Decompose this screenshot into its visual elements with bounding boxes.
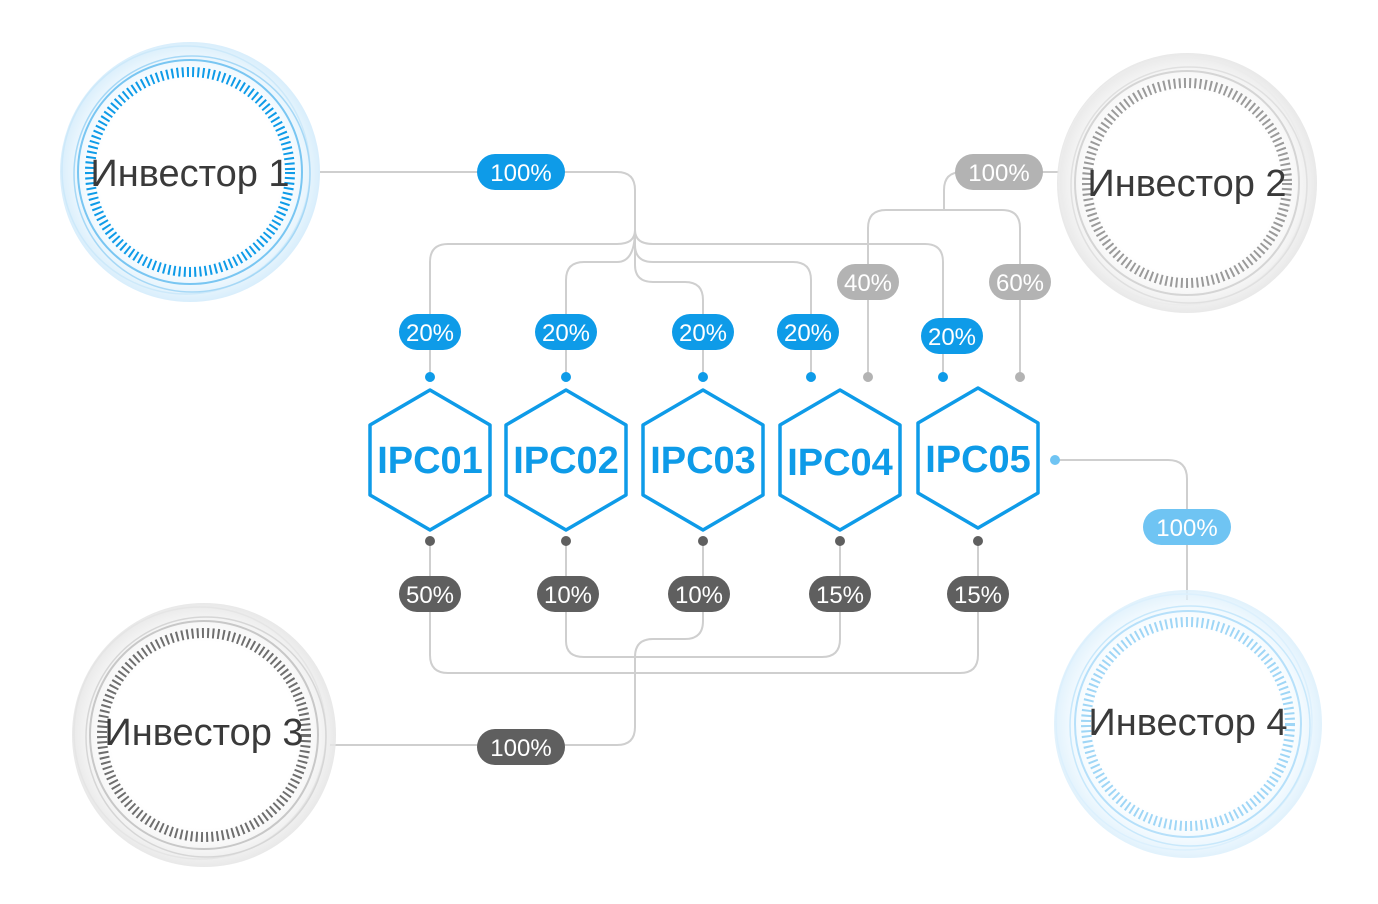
- company-ipc02-label: IPC02: [513, 440, 619, 482]
- svg-text:10%: 10%: [544, 582, 592, 609]
- line-inv3-ipc01: [429, 540, 635, 674]
- connector-lines: [320, 171, 1188, 746]
- line-inv1-ipc03: [634, 230, 704, 377]
- dot-ipc05-top: [938, 372, 948, 382]
- investor-4-label: Инвестор 4: [1088, 702, 1287, 744]
- pill-inv1-ipc03: 20%: [672, 314, 734, 350]
- pill-inv3-ipc03: 10%: [668, 576, 730, 612]
- line-inv1-trunk: [320, 171, 636, 230]
- pill-inv2-ipc04: 40%: [837, 264, 899, 300]
- dot-ipc01-bottom: [425, 536, 435, 546]
- svg-text:100%: 100%: [490, 735, 551, 762]
- line-inv1-ipc05: [634, 229, 944, 377]
- dot-ipc04-top: [806, 372, 816, 382]
- line-inv3-trunk: [330, 665, 636, 746]
- dot-ipc03-top: [698, 372, 708, 382]
- svg-text:20%: 20%: [542, 320, 590, 347]
- svg-text:10%: 10%: [675, 582, 723, 609]
- line-inv3-ipc02: [565, 540, 841, 658]
- svg-text:20%: 20%: [406, 320, 454, 347]
- investor-2-label: Инвестор 2: [1087, 163, 1286, 205]
- svg-text:20%: 20%: [679, 320, 727, 347]
- dot-ipc03-bottom: [698, 536, 708, 546]
- line-inv1-ipc01: [429, 229, 636, 377]
- line-inv3-ipc05: [635, 540, 979, 674]
- dot-ipc02-bottom: [561, 536, 571, 546]
- pill-inv1-total: 100%: [477, 154, 565, 190]
- pill-inv3-ipc05: 15%: [947, 576, 1009, 612]
- pill-inv3-ipc02: 10%: [537, 576, 599, 612]
- company-ipc03: IPC03: [641, 388, 765, 532]
- pill-inv3-total: 100%: [477, 729, 565, 765]
- svg-text:100%: 100%: [968, 160, 1029, 187]
- pill-inv3-ipc04: 15%: [809, 576, 871, 612]
- investor-2: Инвестор 2: [1057, 53, 1317, 313]
- svg-text:100%: 100%: [1156, 515, 1217, 542]
- dot-ipc05-right: [1050, 455, 1060, 465]
- pill-inv4-total: 100%: [1143, 509, 1231, 545]
- svg-text:60%: 60%: [996, 270, 1044, 297]
- investor-1-label: Инвестор 1: [90, 153, 289, 195]
- pill-inv1-ipc04: 20%: [777, 314, 839, 350]
- company-ipc01-label: IPC01: [377, 440, 483, 482]
- company-ipc05: IPC05: [916, 386, 1040, 530]
- pill-inv3-ipc01: 50%: [399, 576, 461, 612]
- dot-ipc02-top: [561, 372, 571, 382]
- svg-text:20%: 20%: [928, 324, 976, 351]
- line-inv1-ipc04: [634, 230, 812, 377]
- pill-inv1-ipc02: 20%: [535, 314, 597, 350]
- svg-text:40%: 40%: [844, 270, 892, 297]
- pill-inv2-ipc05: 60%: [989, 264, 1051, 300]
- svg-text:100%: 100%: [490, 160, 551, 187]
- pill-inv2-total: 100%: [955, 154, 1043, 190]
- dot-ipc01-top: [425, 372, 435, 382]
- company-ipc04: IPC04: [778, 388, 902, 532]
- company-ipc02: IPC02: [504, 388, 628, 532]
- pill-inv1-ipc01: 20%: [399, 314, 461, 350]
- dot-ipc04-top-gray: [863, 372, 873, 382]
- svg-text:15%: 15%: [816, 582, 864, 609]
- dot-ipc04-bottom: [835, 536, 845, 546]
- svg-text:15%: 15%: [954, 582, 1002, 609]
- line-inv2-ipc04: [867, 209, 944, 377]
- line-inv4: [1055, 459, 1188, 600]
- investor-4: Инвестор 4: [1054, 590, 1322, 858]
- investor-1: Инвестор 1: [60, 42, 320, 302]
- company-ipc04-label: IPC04: [787, 442, 893, 484]
- company-ipc01: IPC01: [368, 388, 492, 532]
- company-ipc05-label: IPC05: [925, 439, 1031, 481]
- connector-dots: [425, 372, 1060, 546]
- line-inv3-ipc03: [634, 540, 704, 690]
- investor-3-label: Инвестор 3: [104, 712, 303, 754]
- investor-3: Инвестор 3: [72, 603, 336, 867]
- svg-text:50%: 50%: [406, 582, 454, 609]
- line-inv2-ipc05: [944, 209, 1021, 377]
- pill-inv1-ipc05: 20%: [921, 318, 983, 354]
- line-inv1-ipc02: [565, 229, 636, 377]
- company-ipc03-label: IPC03: [650, 440, 756, 482]
- dot-ipc05-bottom: [973, 536, 983, 546]
- svg-text:20%: 20%: [784, 320, 832, 347]
- dot-ipc05-top-gray: [1015, 372, 1025, 382]
